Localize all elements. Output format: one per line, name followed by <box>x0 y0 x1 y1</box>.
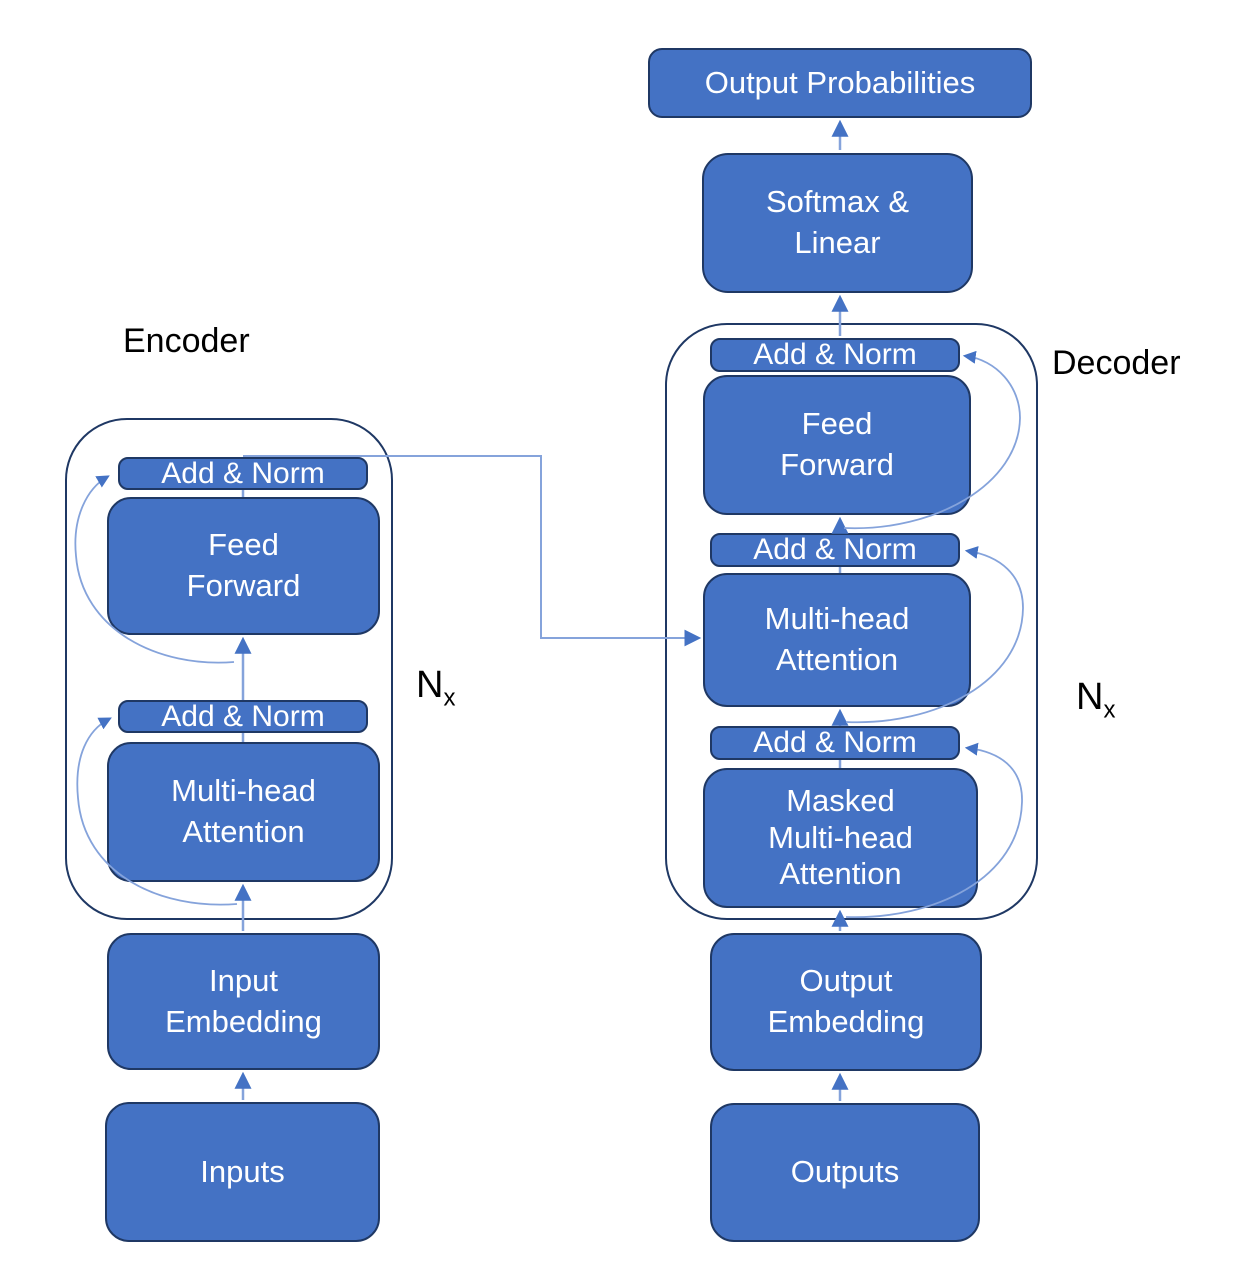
encoder-title: Encoder <box>123 322 250 360</box>
decoder-title: Decoder <box>1052 344 1181 382</box>
encoder-feed-forward-label: Feed Forward <box>186 527 301 603</box>
output-probabilities-box: Output Probabilities <box>648 48 1032 118</box>
outputs-label: Outputs <box>790 1154 900 1190</box>
decoder-multi-head-attention-label: Multi-head Attention <box>764 601 910 677</box>
encoder-feed-forward-box: Feed Forward <box>107 497 380 635</box>
encoder-container <box>65 418 393 920</box>
softmax-linear-box: Softmax & Linear <box>702 153 973 293</box>
decoder-feed-forward-label: Feed Forward <box>780 406 894 482</box>
encoder-add-norm-bottom-box: Add & Norm <box>118 700 368 733</box>
encoder-repeat-count: Nx <box>416 664 456 712</box>
decoder-feed-forward-box: Feed Forward <box>703 375 971 515</box>
decoder-repeat-count: Nx <box>1076 676 1116 724</box>
outputs-box: Outputs <box>710 1103 980 1242</box>
encoder-add-norm-top-label: Add & Norm <box>161 456 325 490</box>
decoder-add-norm-top-box: Add & Norm <box>710 338 960 372</box>
output-embedding-label: Output Embedding <box>767 963 925 1039</box>
encoder-add-norm-bottom-label: Add & Norm <box>161 699 325 733</box>
decoder-add-norm-bottom-label: Add & Norm <box>753 726 917 759</box>
inputs-label: Inputs <box>200 1153 285 1189</box>
decoder-add-norm-top-label: Add & Norm <box>753 338 917 371</box>
encoder-multi-head-attention-label: Multi-head Attention <box>171 773 316 849</box>
decoder-multi-head-attention-box: Multi-head Attention <box>703 573 971 707</box>
output-embedding-box: Output Embedding <box>710 933 982 1071</box>
input-embedding-box: Input Embedding <box>107 933 380 1070</box>
inputs-box: Inputs <box>105 1102 380 1242</box>
output-probabilities-label: Output Probabilities <box>704 64 976 100</box>
encoder-add-norm-top-box: Add & Norm <box>118 457 368 490</box>
decoder-add-norm-bottom-box: Add & Norm <box>710 726 960 760</box>
input-embedding-label: Input Embedding <box>165 962 322 1039</box>
encoder-multi-head-attention-box: Multi-head Attention <box>107 742 380 882</box>
masked-multi-head-attention-box: Masked Multi-head Attention <box>703 768 978 908</box>
decoder-add-norm-mid-box: Add & Norm <box>710 533 960 567</box>
softmax-linear-label: Softmax & Linear <box>766 184 909 260</box>
masked-multi-head-attention-label: Masked Multi-head Attention <box>768 783 913 892</box>
decoder-add-norm-mid-label: Add & Norm <box>753 533 917 566</box>
